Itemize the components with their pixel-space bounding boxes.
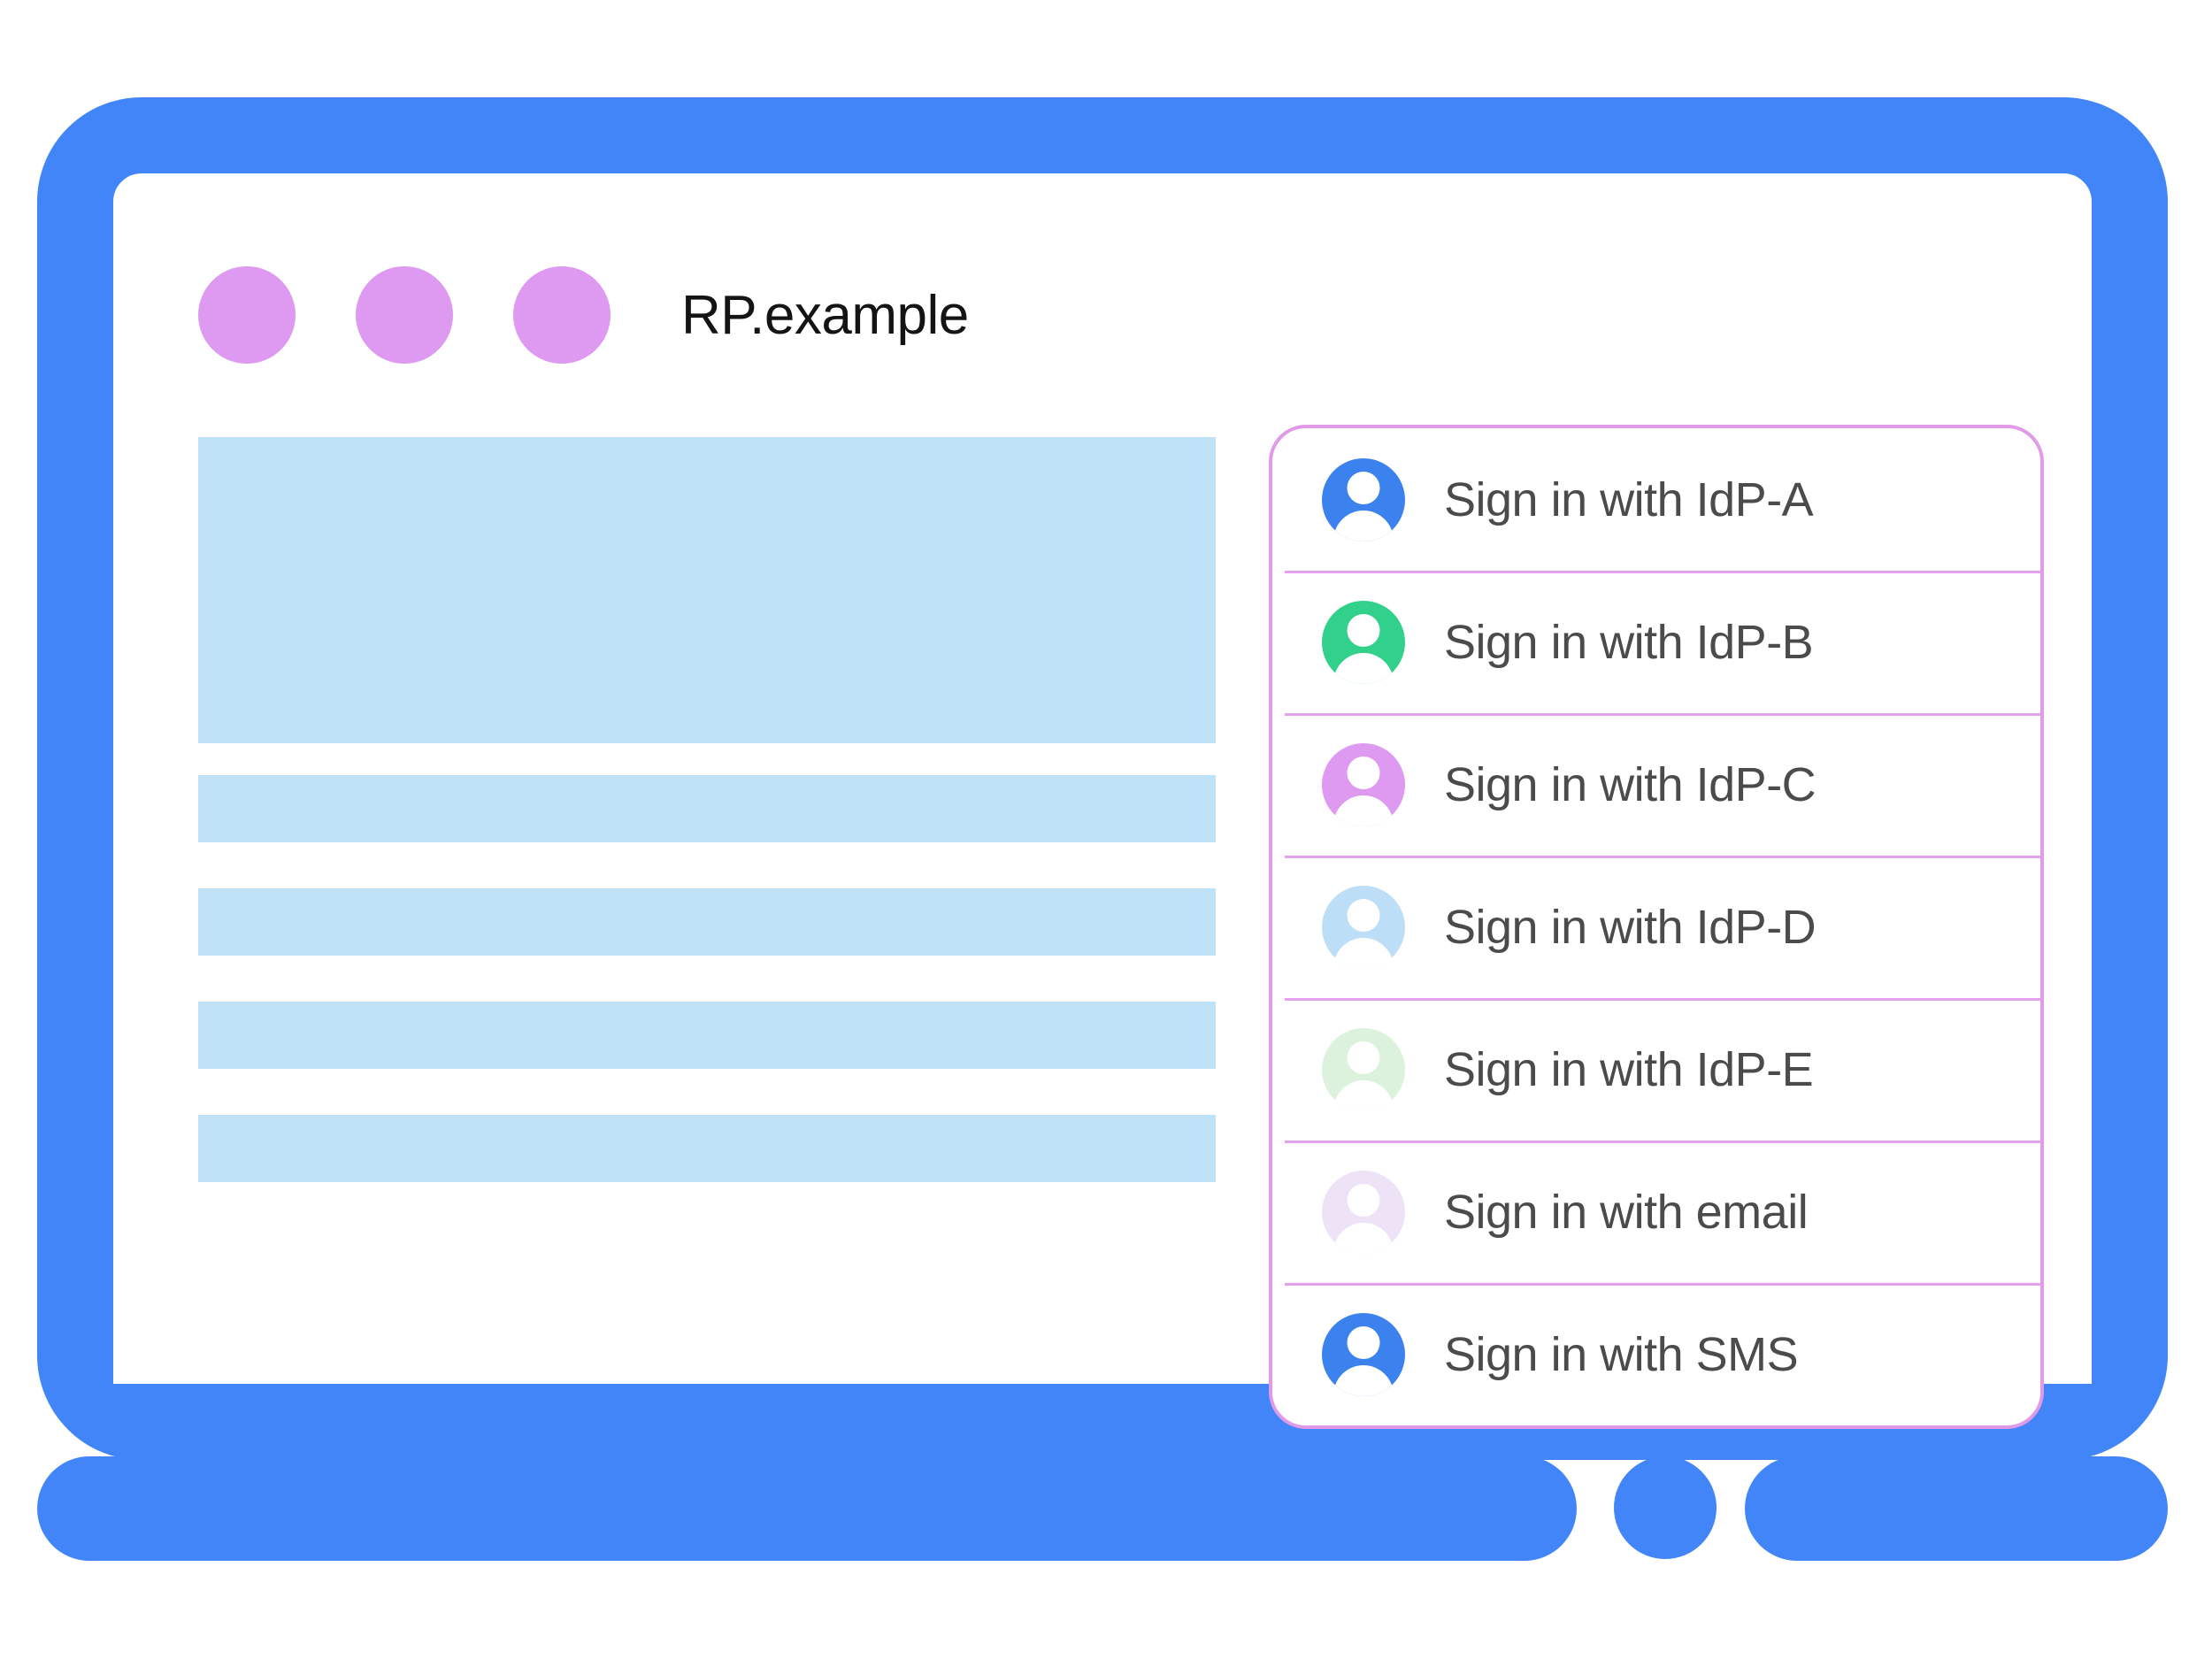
idp-option-label: Sign in with IdP-C: [1444, 757, 1816, 811]
account-avatar-icon: [1322, 1170, 1405, 1254]
idp-option-row[interactable]: Sign in with email: [1272, 1141, 2040, 1283]
idp-option-row[interactable]: Sign in with IdP-E: [1272, 998, 2040, 1141]
page-title: RP.example: [681, 284, 969, 346]
placeholder-text-bar: [198, 1002, 1216, 1069]
idp-option-label: Sign in with IdP-B: [1444, 615, 1814, 669]
page-content-placeholders: [198, 437, 1216, 1228]
idp-option-label: Sign in with email: [1444, 1185, 1809, 1239]
device-bottom-bezel-right: [1745, 1456, 2168, 1561]
idp-option-label: Sign in with SMS: [1444, 1327, 1799, 1381]
placeholder-text-bar: [198, 888, 1216, 956]
window-dot-3[interactable]: [513, 266, 611, 364]
window-dot-2[interactable]: [356, 266, 453, 364]
idp-option-row[interactable]: Sign in with SMS: [1272, 1283, 2040, 1425]
account-avatar-icon: [1322, 1027, 1405, 1111]
idp-option-row[interactable]: Sign in with IdP-D: [1272, 856, 2040, 998]
account-avatar-icon: [1322, 457, 1405, 541]
account-avatar-icon: [1322, 742, 1405, 826]
placeholder-text-bar: [198, 775, 1216, 842]
account-avatar-icon: [1322, 600, 1405, 684]
idp-option-row[interactable]: Sign in with IdP-A: [1272, 428, 2040, 571]
idp-option-label: Sign in with IdP-D: [1444, 900, 1816, 954]
identity-provider-chooser-dialog: Sign in with IdP-A Sign in with IdP-B Si…: [1269, 425, 2044, 1429]
home-button[interactable]: [1614, 1456, 1717, 1559]
placeholder-hero-block: [198, 437, 1216, 743]
device-bottom-bezel-left: [37, 1456, 1577, 1561]
idp-option-label: Sign in with IdP-E: [1444, 1042, 1814, 1096]
idp-option-label: Sign in with IdP-A: [1444, 472, 1814, 526]
window-titlebar: RP.example: [113, 262, 2092, 368]
idp-option-row[interactable]: Sign in with IdP-C: [1272, 713, 2040, 856]
account-avatar-icon: [1322, 1312, 1405, 1396]
idp-option-row[interactable]: Sign in with IdP-B: [1272, 571, 2040, 713]
account-avatar-icon: [1322, 885, 1405, 969]
placeholder-text-bar: [198, 1115, 1216, 1182]
window-dot-1[interactable]: [198, 266, 296, 364]
